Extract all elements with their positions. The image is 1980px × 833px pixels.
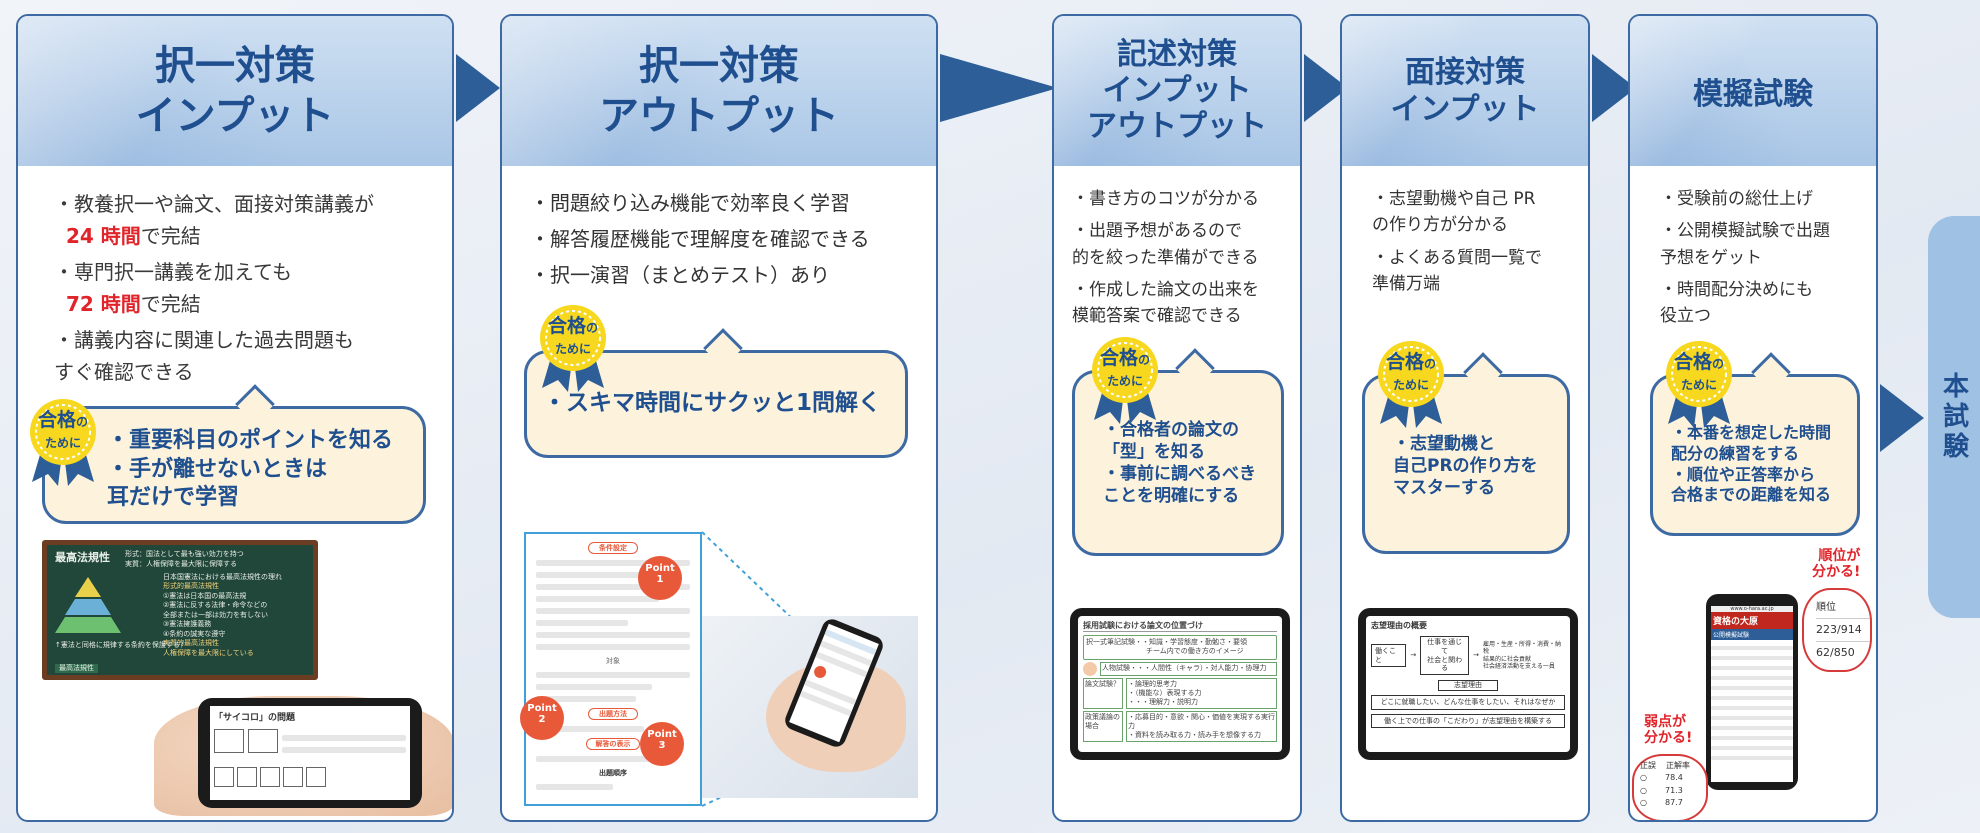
panel-title: 択一対策 アウトプット — [599, 43, 839, 139]
callout-for-passing: ・合格者の論文の 「型」を知る ・事前に調べるべき ことを明確にする — [1072, 348, 1284, 556]
board-title: 最高法規性 — [55, 551, 110, 564]
panel-header: 面接対策 インプット — [1342, 16, 1588, 166]
point-3-marker: Point 3 — [640, 722, 684, 766]
panel-essay: 記述対策 インプット アウトプット ・書き方のコツが分かる ・出題予想があるので… — [1052, 14, 1302, 822]
rank-label: 順位が 分かる! — [1812, 548, 1861, 581]
bullet-hours-1: ・教養択一や論文、面接対策講義が 24 時間で完結 — [54, 192, 374, 248]
flow-arrow-2 — [940, 54, 1058, 122]
callout-for-passing: ・重要科目のポイントを知る ・手が離せないときは 耳だけで学習 — [42, 384, 426, 524]
callout-for-passing: ・本番を想定した時間 配分の練習をする ・順位や正答率から 合格までの距離を知る — [1650, 352, 1860, 536]
panel-input-multiple-choice: 択一対策 インプット ・教養択一や論文、面接対策講義が 24 時間で完結 ・専門… — [16, 14, 454, 822]
bullet-list: ・志望動機や自己 PR の作り方が分かる ・よくある質問一覧で 準備万端 — [1372, 189, 1542, 295]
panel-title: 面接対策 インプット — [1390, 54, 1540, 128]
results-phone: www.o-hara.ac.jp 資格の大原 公開模擬試験 — [1706, 594, 1798, 790]
panel-header: 択一対策 インプット — [18, 16, 452, 166]
sheet-title: 「サイコロ」の問題 — [214, 713, 296, 723]
weakness-zoom-circle: 正誤正解率 ○78.4 ○71.3 ○87.7 — [1632, 754, 1708, 820]
point-2-marker: Point 2 — [520, 696, 564, 740]
motivation-doc-tablet: 志望理由の概要 働くこと → 仕事を通じて 社会と関わる → 雇用・生産・所得・… — [1358, 608, 1578, 760]
weakness-label: 弱点が 分かる! — [1644, 714, 1693, 747]
passing-badge: 合格の ために — [1664, 338, 1734, 430]
panel-mock-exam: 模擬試験 ・受験前の総仕上げ ・公開模擬試験で出題 予想をゲット ・時間配分決め… — [1628, 14, 1878, 822]
bullet-list: ・受験前の総仕上げ ・公開模擬試験で出題 予想をゲット ・時間配分決めにも 役立… — [1660, 189, 1830, 327]
panel-header: 模擬試験 — [1630, 16, 1876, 166]
passing-badge: 合格の ために — [1090, 334, 1160, 426]
chalkboard-image: 最高法規性 形式：国法として最も強い効力を持つ 実質：人権保障を最大限に保障する… — [42, 540, 318, 680]
phone-banner: 資格の大原 — [1711, 612, 1793, 629]
bullet-hours-2: ・専門択一講義を加えても 72 時間で完結 — [54, 260, 292, 316]
flow-arrow-5 — [1880, 384, 1924, 452]
essay-doc-tablet: 採用試験における論文の位置づけ 択一式筆記試験・・知識・学習態度・勤勉さ・要領 … — [1070, 608, 1290, 760]
hand-phone-photo — [702, 616, 918, 798]
final-exam-tab: 本試験 — [1928, 216, 1980, 618]
panel-header: 記述対策 インプット アウトプット — [1054, 16, 1300, 166]
bullet-past-questions: ・講義内容に関連した過去問題も すぐ確認できる — [54, 328, 354, 384]
bullet-list: ・問題絞り込み機能で効率良く学習 ・解答履歴機能で理解度を確認できる ・択一演習… — [530, 191, 870, 287]
panel-title: 記述対策 インプット アウトプット — [1087, 37, 1267, 144]
panel-header: 択一対策 アウトプット — [502, 16, 936, 166]
passing-badge: 合格の ために — [28, 396, 98, 488]
board-list: 日本国憲法における最高法規性の理れ 形式的最高法規性 ①憲法は日本国の最高法規 … — [163, 573, 282, 657]
panel-title: 択一対策 インプット — [135, 43, 335, 139]
passing-badge: 合格の ために — [538, 302, 608, 394]
pyramid-icon — [55, 577, 121, 633]
phone-mockup: 「サイコロ」の問題 — [198, 698, 422, 808]
flow-arrow-1 — [456, 54, 500, 122]
panel-title: 模擬試験 — [1693, 77, 1813, 112]
bullet-list: ・書き方のコツが分かる ・出題予想があるので 的を絞った準備ができる ・作成した… — [1072, 189, 1259, 327]
doc-title: 採用試験における論文の位置づけ — [1083, 621, 1277, 633]
passing-badge: 合格の ために — [1376, 338, 1446, 430]
callout-for-passing: ・志望動機と 自己PRの作り方を マスターする — [1362, 352, 1570, 554]
panel-output-multiple-choice: 択一対策 アウトプット ・問題絞り込み機能で効率良く学習 ・解答履歴機能で理解度… — [500, 14, 938, 822]
rank-zoom-circle: 順位 223/914 62/850 — [1802, 588, 1872, 672]
panel-interview: 面接対策 インプット ・志望動機や自己 PR の作り方が分かる ・よくある質問一… — [1340, 14, 1590, 822]
doc-title: 志望理由の概要 — [1371, 621, 1427, 630]
point-1-marker: Point 1 — [638, 556, 682, 600]
